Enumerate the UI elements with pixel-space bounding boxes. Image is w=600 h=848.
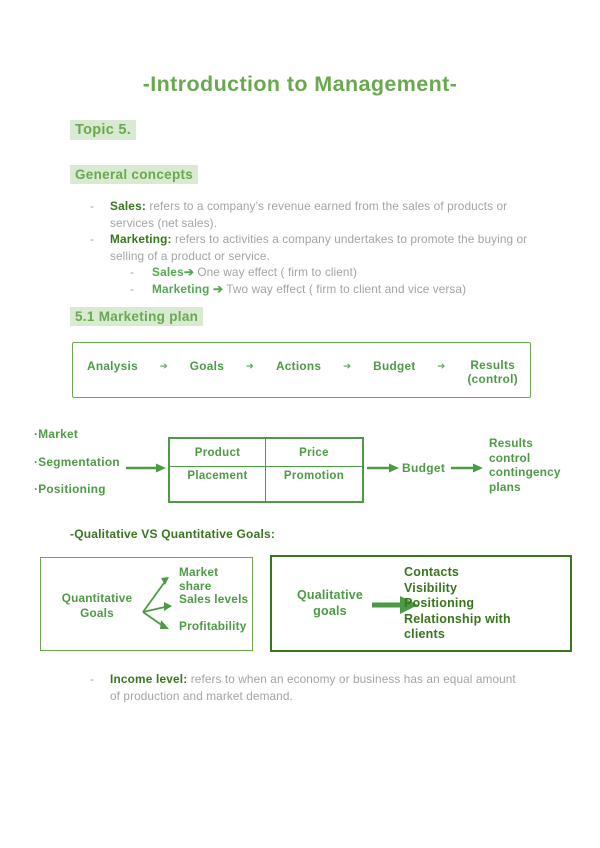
mix-input-market: ·Market	[34, 427, 79, 441]
mix-input-segmentation: ·Segmentation	[34, 454, 120, 469]
definition-text: refers to activities a company undertake…	[110, 232, 528, 263]
arrow-right-icon	[451, 463, 483, 473]
marketing-plan-flow-box: Analysis ➔ Goals ➔ Actions ➔ Budget ➔ Re…	[72, 342, 531, 398]
quantitative-targets: Market share Sales levels Profitability	[179, 565, 252, 646]
bullet-text: Marketing ➔ Two way effect ( firm to cli…	[152, 281, 466, 298]
term-marketing: Marketing:	[110, 232, 172, 246]
label-line: Qualitative	[296, 588, 364, 602]
quantitative-goals-box: Quantitative Goals Market share Sales le…	[40, 557, 253, 651]
mix-cell-placement: Placement	[170, 467, 266, 501]
qualitative-outcomes: Contacts Visibility Positioning Relation…	[404, 565, 511, 643]
mix-cell-product: Product	[170, 439, 266, 467]
flow-step-analysis: Analysis	[87, 359, 138, 373]
bullet-text: Sales: refers to a company’s revenue ear…	[110, 198, 532, 231]
general-concepts-heading: General concepts	[70, 165, 199, 184]
qualitative-goals-label: Qualitative goals	[286, 588, 374, 619]
definition-text: Two way effect ( firm to client and vice…	[226, 281, 467, 296]
result-line: Results	[489, 436, 534, 450]
outcome-line: Visibility	[404, 580, 458, 595]
outcome-line: Positioning	[404, 596, 475, 610]
sub-list-item: - Sales➔ One way effect ( firm to client…	[130, 264, 532, 281]
bullet-text: Marketing: refers to activities a compan…	[110, 231, 532, 264]
flow-step-actions: Actions	[275, 359, 322, 373]
document-title: -Introduction to Management-	[142, 72, 458, 96]
mix-results-block: Results control contingency plans	[489, 436, 561, 494]
flow-step-goals: Goals	[189, 359, 225, 373]
fan-arrows-icon	[142, 577, 172, 629]
label-line: goals	[313, 603, 347, 618]
flow-results-line1: Results	[470, 358, 516, 372]
general-concepts-list: - Sales: refers to a company’s revenue e…	[90, 198, 532, 297]
bullet-text: Sales➔ One way effect ( firm to client)	[152, 264, 357, 281]
label-line: Goals	[80, 605, 114, 620]
outcome-line: Relationship with	[404, 611, 511, 626]
income-level-item: - Income level: refers to when an econom…	[90, 671, 522, 704]
list-item: - Marketing: refers to activities a comp…	[90, 231, 532, 264]
outcome-line: clients	[404, 627, 445, 641]
label-line: Quantitative	[61, 591, 133, 605]
term-sales: Sales:	[110, 199, 146, 213]
mix-cell-price: Price	[266, 439, 362, 467]
list-item: - Sales: refers to a company’s revenue e…	[90, 198, 532, 231]
sub-list-item: - Marketing ➔ Two way effect ( firm to c…	[130, 281, 532, 298]
bullet-text: Income level: refers to when an economy …	[110, 671, 522, 704]
definition-text: refers to a company’s revenue earned fro…	[110, 199, 508, 230]
term-sales-arrow: Sales➔	[152, 265, 194, 279]
flow-results-line2: (control)	[467, 371, 518, 386]
bullet-dash-icon: -	[90, 232, 95, 246]
definition-text: refers to when an economy or business ha…	[110, 672, 516, 703]
marketing-mix-table: Product Price Placement Promotion	[168, 437, 364, 503]
mix-budget-label: Budget	[402, 461, 446, 475]
arrow-right-icon	[126, 463, 166, 473]
goals-comparison-heading: -Qualitative VS Quantitative Goals:	[70, 527, 276, 541]
term-marketing-arrow: Marketing ➔	[152, 281, 224, 296]
flow-step-budget: Budget	[373, 359, 416, 373]
sub-list: - Sales➔ One way effect ( firm to client…	[130, 264, 532, 297]
mix-input-positioning: ·Positioning	[34, 482, 106, 496]
result-line: plans	[489, 479, 521, 494]
thick-arrow-right-icon	[372, 596, 418, 614]
mix-input-list: ·Market ·Segmentation ·Positioning	[34, 427, 120, 510]
quantitative-goals-label: Quantitative Goals	[51, 591, 143, 620]
flow-step-results: Results (control)	[467, 358, 518, 386]
bullet-dash-icon: -	[90, 199, 95, 213]
target-market-share: Market share	[179, 565, 219, 593]
result-line: contingency	[489, 465, 561, 479]
term-income-level: Income level:	[110, 672, 188, 686]
bullet-dash-icon: -	[130, 265, 135, 279]
qualitative-goals-box: Qualitative goals Contacts Visibility Po…	[270, 555, 572, 652]
arrow-right-icon: ➔	[343, 361, 352, 372]
definition-text: One way effect ( firm to client)	[197, 265, 357, 279]
topic-heading: Topic 5.	[70, 120, 137, 140]
arrow-right-icon: ➔	[159, 361, 168, 372]
bullet-dash-icon: -	[90, 672, 95, 686]
result-line: control	[489, 450, 531, 465]
outcome-line: Contacts	[404, 565, 460, 579]
list-item: - Income level: refers to when an econom…	[90, 671, 522, 704]
target-sales-levels: Sales levels	[179, 592, 249, 606]
marketing-plan-heading: 5.1 Marketing plan	[70, 307, 204, 326]
target-profitability: Profitability	[179, 619, 247, 633]
arrow-right-icon: ➔	[437, 361, 446, 372]
arrow-right-icon: ➔	[245, 361, 255, 372]
mix-cell-promotion: Promotion	[283, 470, 345, 482]
arrow-right-icon	[367, 463, 399, 473]
bullet-dash-icon: -	[130, 281, 135, 296]
